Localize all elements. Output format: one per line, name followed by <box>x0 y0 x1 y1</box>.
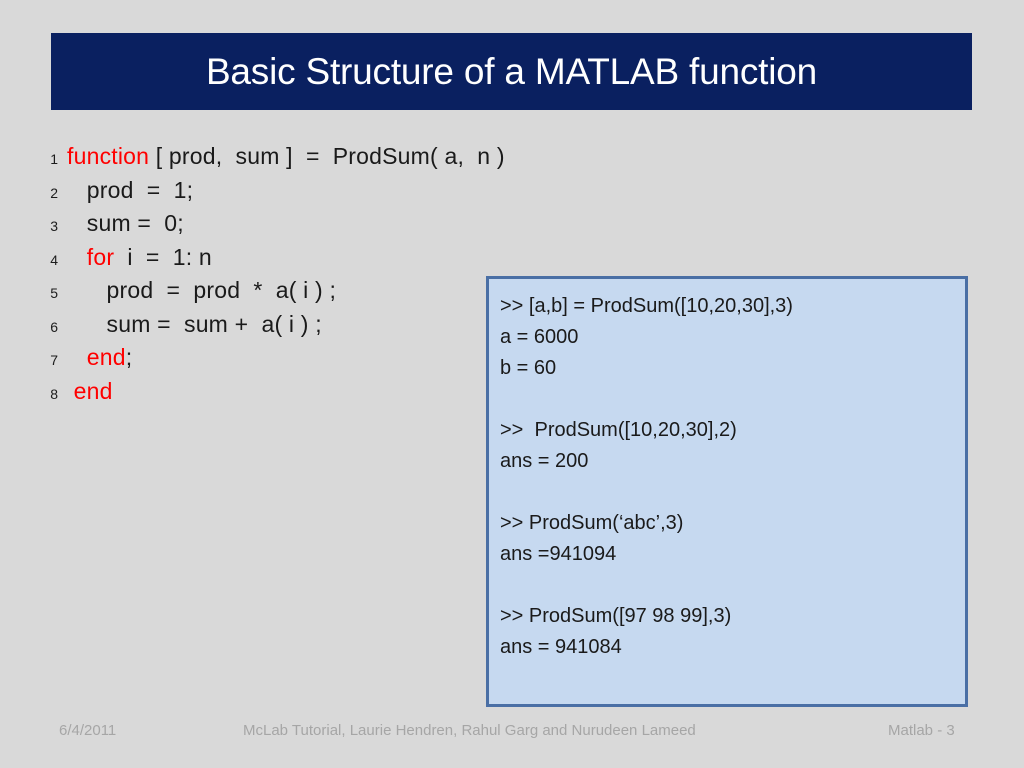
code-text: sum = 0; <box>67 210 184 236</box>
code-line-number: 4 <box>50 251 58 268</box>
code-line: 5 prod = prod * a( i ) ; <box>36 277 476 311</box>
code-line-number: 8 <box>50 385 58 402</box>
console-line: ans =941094 <box>500 543 617 565</box>
console-line: a = 6000 <box>500 326 579 348</box>
slide-footer: 6/4/2011 McLab Tutorial, Laurie Hendren,… <box>0 722 1024 750</box>
code-line-number: 3 <box>50 218 58 234</box>
code-line: 8 end <box>36 378 476 412</box>
console-output-lines: >> [a,b] = ProdSum([10,20,30],3) a = 6000… <box>489 279 965 663</box>
console-blank-line <box>500 477 965 508</box>
code-line: 4 for i = 1: n <box>36 244 476 278</box>
console-line: >> ProdSum([97 98 99],3) <box>500 605 732 627</box>
code-text: prod = 1; <box>67 176 194 203</box>
console-blank-line <box>500 570 965 601</box>
code-keyword: end <box>73 377 113 404</box>
matlab-console-output-box: >> [a,b] = ProdSum([10,20,30],3) a = 6000… <box>486 276 968 707</box>
code-text: i = 1: n <box>114 243 212 270</box>
code-line-text: sum = 0; <box>58 210 184 237</box>
footer-attribution: McLab Tutorial, Laurie Hendren, Rahul Ga… <box>243 722 696 739</box>
code-line-number: 5 <box>50 285 58 301</box>
console-line: ans = 941084 <box>500 636 622 658</box>
code-line: 3 sum = 0; <box>36 210 476 244</box>
footer-page-number: Matlab - 3 <box>888 722 955 739</box>
code-text: [ prod, sum ] = ProdSum( a, n ) <box>149 143 505 169</box>
code-text: ; <box>125 344 133 370</box>
code-text: sum = sum + a( i ) ; <box>67 310 322 337</box>
code-line-number: 2 <box>50 184 58 201</box>
code-text <box>67 378 74 404</box>
code-line-text: prod = prod * a( i ) ; <box>58 277 336 304</box>
code-line-number: 7 <box>50 352 58 368</box>
footer-date: 6/4/2011 <box>59 722 117 739</box>
code-line-number: 6 <box>50 318 58 335</box>
console-line: >> ProdSum([10,20,30],2) <box>500 419 737 441</box>
code-line: 6 sum = sum + a( i ) ; <box>36 311 476 345</box>
code-text <box>67 344 87 370</box>
code-text <box>67 244 87 270</box>
code-line-text: end; <box>58 344 132 371</box>
console-line: >> [a,b] = ProdSum([10,20,30],3) <box>500 295 793 317</box>
code-text: prod = prod * a( i ) ; <box>67 277 337 303</box>
code-line-text: prod = 1; <box>58 177 193 204</box>
console-blank-line <box>500 384 965 415</box>
console-line: ans = 200 <box>500 450 589 472</box>
code-line-text: for i = 1: n <box>58 244 212 271</box>
code-line: 2 prod = 1; <box>36 177 476 211</box>
code-line-text: end <box>58 378 113 405</box>
console-line: >> ProdSum(‘abc’,3) <box>500 512 684 534</box>
code-line-text: sum = sum + a( i ) ; <box>58 311 322 338</box>
code-line: 7 end; <box>36 344 476 378</box>
code-keyword: for <box>86 243 115 270</box>
console-line: b = 60 <box>500 357 557 379</box>
page-title: Basic Structure of a MATLAB function <box>205 50 818 92</box>
code-keyword: end <box>86 344 126 370</box>
code-keyword: function <box>67 143 150 169</box>
code-line-text: function [ prod, sum ] = ProdSum( a, n ) <box>58 143 505 170</box>
code-line-number: 1 <box>50 151 58 167</box>
slide-title-banner: Basic Structure of a MATLAB function <box>51 33 972 110</box>
